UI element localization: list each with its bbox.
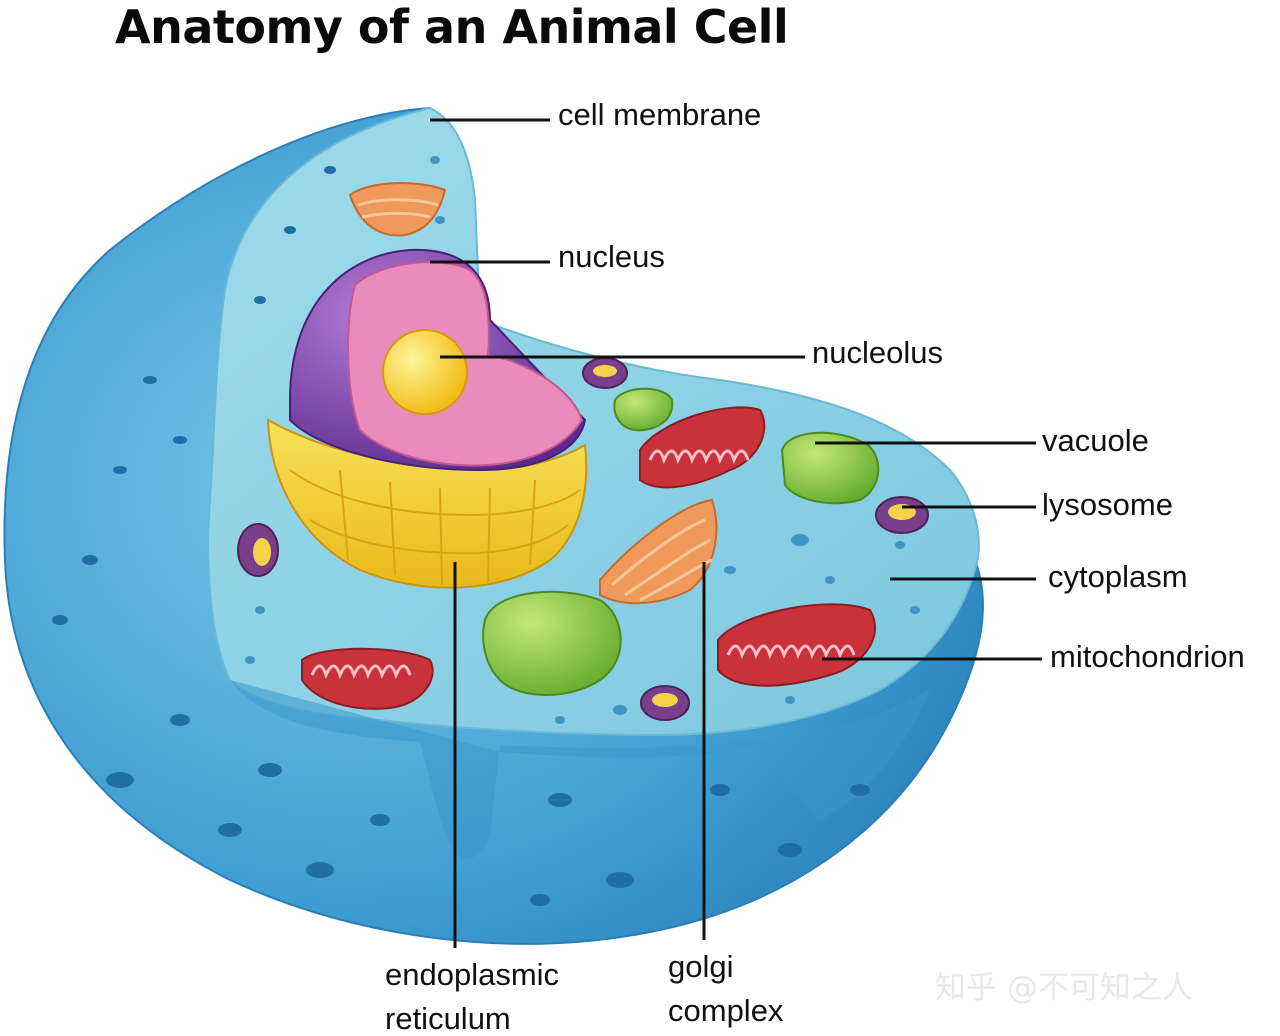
vacuole-2 [482, 590, 622, 696]
vacuole-1 [780, 431, 880, 505]
mitochondrion-3 [301, 647, 434, 710]
watermark: 知乎 @不可知之人 [935, 970, 1193, 1006]
label-nucleus: nucleus [558, 239, 665, 274]
label-complex: complex [668, 993, 784, 1028]
label-lysosome: lysosome [1042, 487, 1173, 522]
label-mitochondrion: mitochondrion [1050, 639, 1245, 674]
label-reticulum: reticulum [385, 1001, 511, 1036]
mitochondrion-2 [717, 603, 876, 687]
membrane-pores [52, 166, 870, 906]
label-nucleolus: nucleolus [812, 335, 943, 370]
er-folds [289, 469, 581, 586]
nucleolus-shape [382, 329, 468, 415]
cell-cut-wall [230, 680, 930, 860]
vacuole-3 [613, 387, 674, 432]
label-cytoplasm: cytoplasm [1048, 559, 1188, 594]
leader-lines [430, 118, 1042, 948]
diagram-title: Anatomy of an Animal Cell [115, 0, 789, 54]
label-cell-membrane: cell membrane [558, 97, 762, 132]
label-golgi: golgi [668, 949, 734, 984]
golgi-complex-shape [599, 498, 718, 605]
golgi-small [348, 182, 447, 237]
mitochondrion-1 [639, 406, 766, 489]
label-vacuole: vacuole [1042, 423, 1149, 458]
label-endoplasmic: endoplasmic [385, 957, 560, 992]
